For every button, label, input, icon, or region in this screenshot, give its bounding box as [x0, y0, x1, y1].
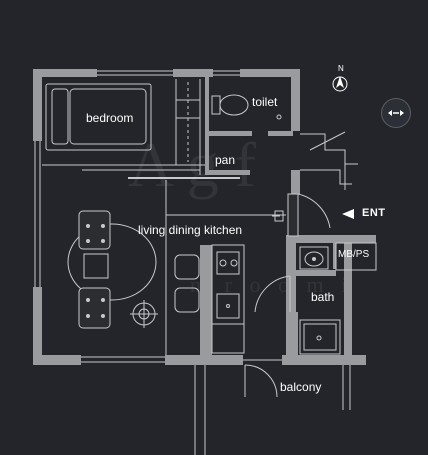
wall-pan-divider [205, 77, 209, 175]
wall-bath-lower [292, 312, 298, 358]
partitions [34, 70, 286, 363]
room-label-bedroom: bedroom [86, 111, 134, 125]
room-label-toilet: toilet [252, 95, 278, 109]
wall-left-lower [33, 287, 42, 365]
room-label-mb-ps: MB/PS [338, 249, 370, 260]
room-label-balcony: balcony [280, 380, 322, 394]
north-indicator: N [330, 64, 350, 92]
bed [45, 83, 152, 151]
floor-drain-fixture [130, 300, 158, 328]
entrance-label: ENT [362, 207, 386, 219]
expand-arrows-icon [388, 110, 404, 116]
north-arrow-icon [332, 76, 348, 92]
wall-bath-right [344, 235, 352, 359]
wall-right-mid [291, 170, 300, 194]
wall-toilet-bottom-right [268, 131, 293, 136]
entrance-steps [300, 131, 358, 190]
wall-top-right [240, 69, 300, 77]
entrance-marker: ENT [342, 206, 392, 222]
kitchen-stools [174, 254, 200, 313]
north-letter: N [338, 64, 344, 73]
balcony-outline [194, 359, 351, 455]
wall-pan-bottom [206, 170, 250, 175]
wall-top-left [33, 69, 97, 77]
wall-toilet-bottom [206, 131, 252, 136]
wall-bottom-mid [165, 355, 243, 365]
room-label-living-dining-kitchen: living dining kitchen [138, 223, 243, 237]
wall-kitchen-divider [200, 245, 212, 355]
entrance-door [272, 193, 331, 237]
wall-mbps-left [333, 235, 336, 269]
walls [33, 69, 376, 365]
wall-right-upper [291, 69, 300, 131]
watermark-small: m r o o m i [190, 272, 354, 297]
bath-door [254, 275, 291, 313]
dining-table-set [67, 210, 157, 329]
expand-view-button[interactable] [381, 98, 411, 128]
wall-top-mid [173, 69, 213, 77]
wall-left-upper [33, 69, 42, 141]
shower-area [299, 319, 341, 355]
room-label-bath: bath [311, 290, 335, 304]
kitchen-counter [211, 244, 245, 354]
mb-ps-shaft [335, 242, 377, 271]
wall-bath-top [286, 235, 376, 243]
wall-bath-mid [292, 270, 336, 276]
entrance-arrow-icon [342, 209, 354, 219]
wall-bottom-left [33, 355, 81, 365]
toilet-fixture [211, 94, 282, 120]
wall-right-lower [286, 235, 296, 359]
room-label-pan: pan [215, 153, 236, 167]
wash-basin [299, 246, 329, 270]
wall-bottom-right [282, 355, 366, 365]
